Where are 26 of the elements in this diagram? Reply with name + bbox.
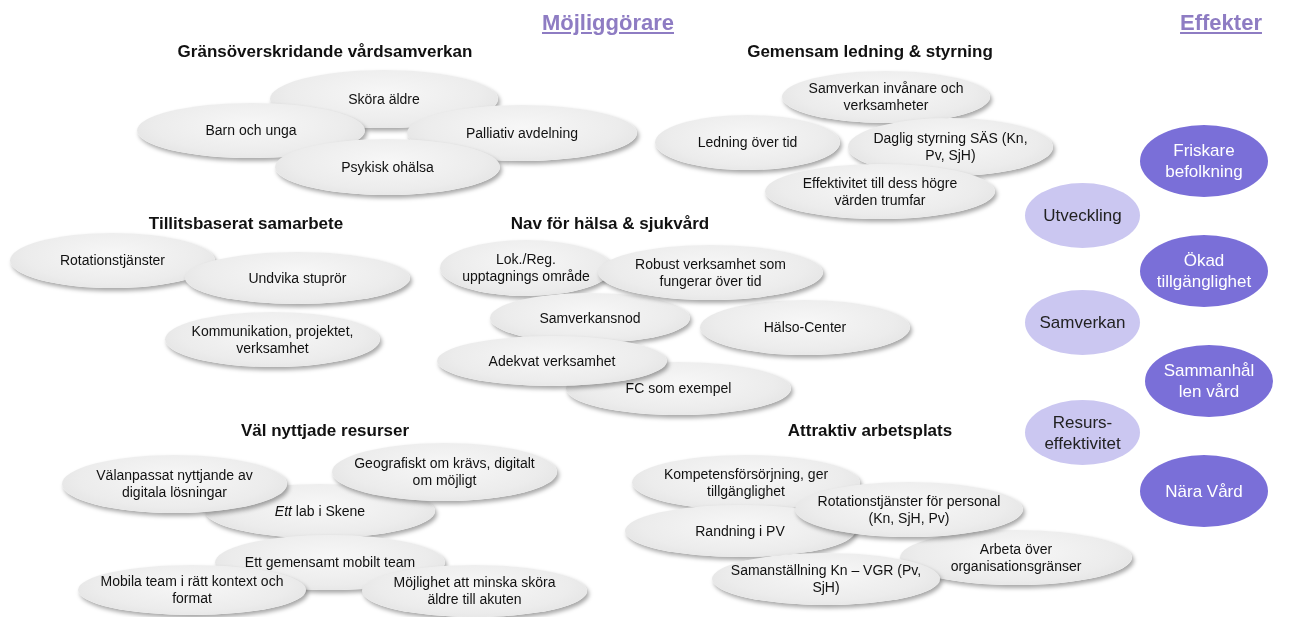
group-heading: Nav för hälsa & sjukvård	[510, 214, 710, 234]
topic-ellipse: Robust verksamhet som fungerar över tid	[598, 245, 823, 300]
effect-circle: Utveckling	[1025, 183, 1140, 248]
group-heading: Tillitsbaserat samarbete	[148, 214, 344, 234]
topic-ellipse: Geografiskt om krävs, digitalt om möjligt	[332, 443, 557, 501]
topic-ellipse: Ledning över tid	[655, 115, 840, 170]
effect-circle: Sammanhål len vård	[1145, 345, 1273, 417]
effect-circle: Nära Vård	[1140, 455, 1268, 527]
topic-ellipse: Rotationstjänster	[10, 233, 215, 288]
group-heading: Väl nyttjade resurser	[240, 421, 410, 441]
group-heading: Gemensam ledning & styrning	[747, 42, 993, 62]
effect-circle: Samverkan	[1025, 290, 1140, 355]
effect-circle: Ökad tillgänglighet	[1140, 235, 1268, 307]
topic-ellipse: Samverkan invånare och verksamheter	[782, 71, 990, 123]
topic-ellipse: Undvika stuprör	[185, 252, 410, 304]
topic-ellipse: Hälso-Center	[700, 300, 910, 355]
effect-circle: Friskare befolkning	[1140, 125, 1268, 197]
section-title: Möjliggörare	[542, 10, 674, 36]
topic-ellipse: Samanställning Kn – VGR (Pv, SjH)	[712, 553, 940, 605]
effect-circle: Resurs- effektivitet	[1025, 400, 1140, 465]
group-heading: Attraktiv arbetsplats	[787, 421, 953, 441]
section-title: Effekter	[1180, 10, 1262, 36]
topic-ellipse: Kommunikation, projektet, verksamhet	[165, 312, 380, 367]
group-heading: Gränsöverskridande vårdsamverkan	[177, 42, 473, 62]
topic-ellipse: Samverkansnod	[490, 293, 690, 343]
topic-ellipse: Effektivitet till dess högre värden trumfar	[765, 164, 995, 219]
